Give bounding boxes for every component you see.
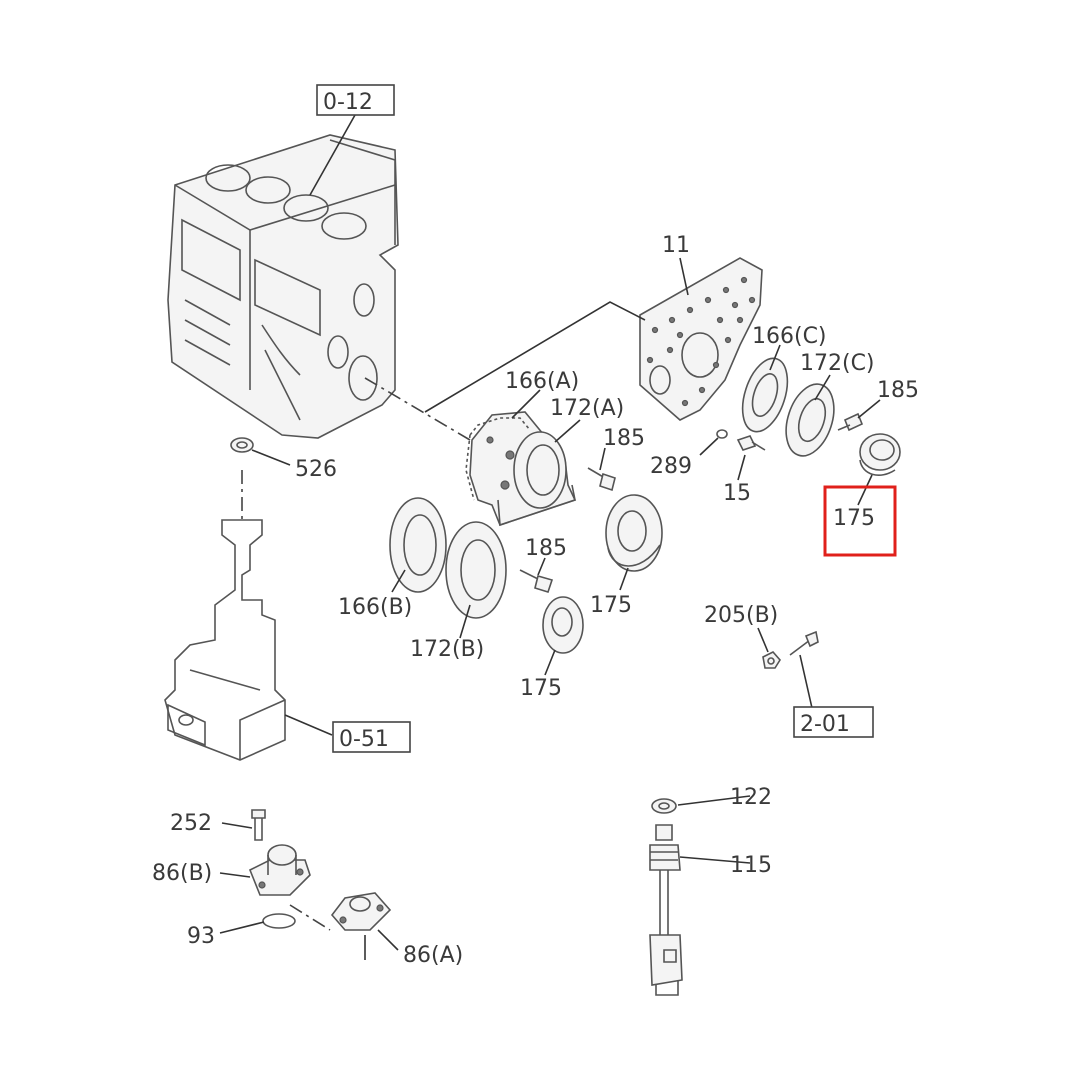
label-166a[interactable]: 166(A) [505,369,579,394]
label-185-low[interactable]: 185 [525,536,567,561]
label-166c[interactable]: 166(C) [752,324,827,349]
leader-166c [769,344,781,371]
label-175-low[interactable]: 175 [520,676,562,701]
ref-box-0-51 [332,721,411,753]
leader-185-low [537,557,546,576]
leader-0-12 [309,114,356,196]
bolt-185-low[interactable] [519,569,554,593]
ref-label-2-01[interactable]: 2-01 [800,712,850,737]
bolt-2-01[interactable] [789,630,819,656]
rear-plate-11[interactable] [639,257,763,421]
leader-185-right [857,399,881,419]
label-185-mid[interactable]: 185 [603,426,645,451]
ref-box-0-12 [316,84,395,116]
label-11[interactable]: 11 [662,233,690,258]
label-172a[interactable]: 172(A) [550,396,624,421]
gasket-166b[interactable] [389,497,447,593]
o-ring-93[interactable] [262,913,296,929]
dash-thermostat [289,904,331,931]
bolt-15[interactable] [736,435,766,451]
leader-252 [221,822,253,829]
ref-box-2-01 [793,706,874,738]
nut-205b[interactable] [762,651,781,669]
bolt-185-mid[interactable] [587,467,616,492]
label-15[interactable]: 15 [723,481,751,506]
washer-526[interactable] [230,437,254,453]
leader-11 [679,257,689,296]
washer-122[interactable] [651,798,677,814]
ref-label-0-12[interactable]: 0-12 [323,90,373,115]
label-185-right[interactable]: 185 [877,378,919,403]
label-122[interactable]: 122 [730,785,772,810]
leader-205b [757,627,769,653]
oil-seal-175-low[interactable] [542,596,584,654]
label-526[interactable]: 526 [295,457,337,482]
leader-0-51 [284,714,333,736]
oil-seal-175-mid[interactable] [605,494,663,572]
pin-289[interactable] [716,429,728,439]
gasket-166a[interactable] [465,417,531,501]
label-166b[interactable]: 166(B) [338,595,412,620]
leader-115 [679,856,751,864]
seal-retainer-a[interactable] [469,411,577,527]
leader-86b [219,872,251,878]
leader-289 [699,437,719,456]
sensor-115[interactable] [649,824,683,996]
label-205b[interactable]: 205(B) [704,603,778,628]
leader-15 [737,454,746,481]
oil-pump-assembly[interactable] [164,470,286,761]
leader-2-01 [799,654,813,709]
label-175-mid[interactable]: 175 [590,593,632,618]
gasket-166c[interactable] [734,353,796,438]
label-172b[interactable]: 172(B) [410,637,484,662]
dash-block-to-retainer [364,377,471,441]
leader-175-highlight [857,474,873,506]
line-retainer-to-plate [424,301,646,413]
leader-86a [377,929,399,951]
housing-86b[interactable] [248,844,311,896]
retainer-172c[interactable] [778,378,843,462]
housing-86a[interactable] [330,892,392,931]
label-172c[interactable]: 172(C) [800,351,875,376]
bolt-185-right[interactable] [837,412,864,432]
leader-122 [677,795,751,806]
leader-93 [219,921,265,934]
ref-label-0-51[interactable]: 0-51 [339,727,389,752]
label-289[interactable]: 289 [650,454,692,479]
label-86b[interactable]: 86(B) [152,861,212,886]
bolt-252[interactable] [251,809,266,841]
leader-526 [251,449,291,466]
label-252[interactable]: 252 [170,811,212,836]
label-175-highlight[interactable]: 175 [833,506,875,531]
retainer-172b[interactable] [445,521,507,619]
oil-seal-175-highlighted[interactable] [859,433,901,476]
leader-185-mid [599,447,606,471]
leader-175-low [544,649,556,676]
highlight-box-175 [823,485,897,557]
leader-175-mid [619,567,629,591]
leader-166b [391,569,406,593]
leader-172b [459,604,471,639]
label-93[interactable]: 93 [187,924,215,949]
leader-172a [554,419,581,443]
engine-block[interactable] [167,134,399,439]
leader-166a [511,389,541,419]
label-115[interactable]: 115 [730,853,772,878]
label-86a[interactable]: 86(A) [403,943,463,968]
leader-172c [814,374,831,401]
